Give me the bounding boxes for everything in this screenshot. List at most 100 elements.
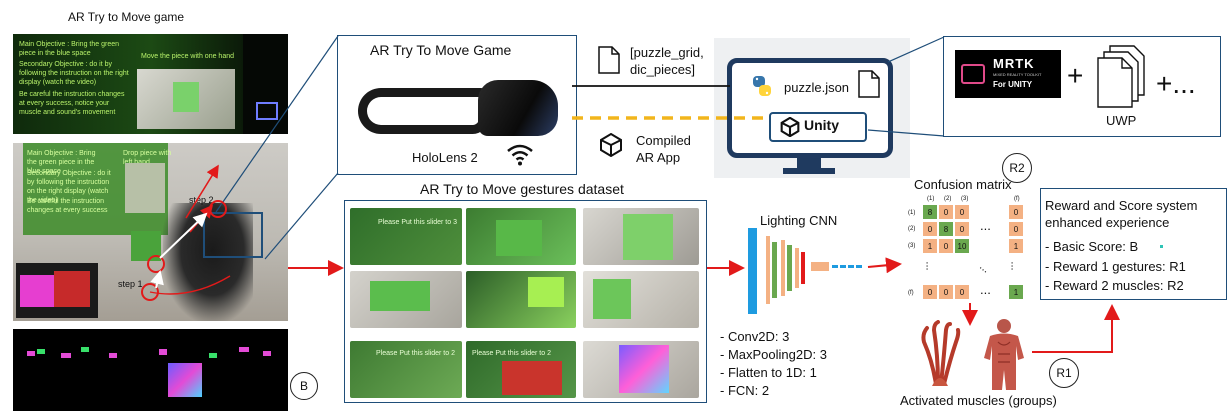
unity-logo-icon: [600, 133, 622, 157]
file-label: [puzzle_grid, dic_pieces]: [630, 45, 704, 77]
hololens-box-title: AR Try To Move Game: [370, 42, 512, 58]
cnn-pool-layer-2: [801, 252, 805, 284]
muscle-arm-image: [918, 320, 962, 386]
reward-item-r1: - Reward 1 gestures: R1: [1045, 259, 1186, 274]
room-scene-photo: Main Objective : Bring the green piece i…: [13, 143, 288, 321]
mrtk-logo-title: MRTK: [993, 56, 1035, 71]
python-icon: [750, 74, 774, 98]
cnn-layer-conv2d: - Conv2D: 3: [720, 329, 790, 344]
badge-r2: R2: [1002, 153, 1032, 183]
cm-col-3: (3): [961, 196, 969, 202]
cm-row-1: (1): [908, 210, 916, 216]
cm-cell: 0: [922, 221, 938, 237]
cm-cell: 0: [922, 284, 938, 300]
cm-row-f: (f): [908, 290, 914, 296]
thumb-text-2: Please Put this slider to 2: [376, 350, 455, 357]
left-panel-title: AR Try to Move game: [68, 10, 185, 24]
cm-cell: 0: [938, 238, 954, 254]
cm-dots-row1: ...: [980, 218, 991, 233]
dataset-thumb-6: [583, 271, 699, 328]
mrtk-plus: +: [1067, 60, 1084, 91]
cm-dots-col1: ...: [923, 261, 936, 271]
cnn-conv-layer-1: [766, 236, 770, 304]
mrtk-logo-for: For UNITY: [993, 80, 1033, 89]
mrtk-logo-sub: MIXED REALITY TOOLKIT: [993, 72, 1042, 77]
dataset-thumb-8: Please Put this slider to 2: [466, 341, 576, 398]
mrtk-logo-mark-icon: [961, 64, 985, 84]
arrow-muscles-to-reward: [1032, 304, 1120, 353]
cm-cell: 8: [922, 204, 938, 220]
game-blue-target: [256, 102, 278, 120]
unity-cube-icon: [780, 117, 800, 137]
cnn-input-layer: [748, 228, 757, 314]
game-objective-secondary: Secondary Objective : do it by following…: [19, 61, 129, 86]
cm-cell: 0: [1008, 204, 1024, 220]
cm-dots-diag: ...: [977, 260, 992, 276]
reward-title: Reward and Score system enhanced experie…: [1045, 198, 1198, 230]
cm-row-2: (2): [908, 226, 916, 232]
step2-label: step 2: [189, 195, 214, 205]
cnn-layer-fcn: - FCN: 2: [720, 383, 770, 398]
cm-cell: 1: [922, 238, 938, 254]
cnn-conv-layer-4: [795, 248, 799, 288]
wifi-icon: [505, 142, 535, 166]
scene-green-piece: [131, 231, 161, 261]
cm-cell: 1: [1008, 238, 1024, 254]
game-green-piece: [173, 82, 199, 112]
mrtk-plus-more: +...: [1156, 68, 1196, 99]
scene-objective-secondary: Secondary Objective : do it by following…: [27, 170, 111, 204]
unity-box: [769, 112, 867, 142]
cm-cell: 0: [954, 204, 970, 220]
cnn-conv-layer-2: [772, 242, 777, 298]
reward-box: [1040, 188, 1227, 300]
unity-label: Unity: [804, 117, 839, 133]
cnn-layer-flatten: - Flatten to 1D: 1: [720, 365, 817, 380]
cnn-pool-layer-1: [787, 245, 792, 291]
heatmap-strip: [13, 329, 288, 411]
cm-cell: 1: [1008, 284, 1024, 300]
badge-r1: R1: [1049, 358, 1079, 388]
cm-dots-colf: ...: [1008, 261, 1021, 271]
cm-cell: 0: [938, 284, 954, 300]
scene-inset-cube: [16, 263, 98, 318]
uwp-label: UWP: [1106, 113, 1137, 128]
dataset-thumb-1: Please Put this slider to 3: [350, 208, 462, 265]
dataset-thumb-7: Please Put this slider to 2: [350, 341, 462, 398]
hololens-headset-image: [348, 70, 563, 150]
cm-col-1: (1): [927, 196, 935, 202]
cm-row-3: (3): [908, 243, 916, 249]
thumb-text-1: Please Put this slider to 3: [378, 219, 457, 226]
cnn-conv-layer-3: [781, 240, 785, 296]
scene-warning: Be careful the instruction changes at ev…: [27, 198, 108, 214]
cnn-flatten-layer: [811, 262, 829, 271]
uwp-documents-icon: [1096, 45, 1146, 109]
cm-cell: 8: [938, 221, 954, 237]
dataset-thumb-2: [466, 208, 576, 265]
heatmap-grid: [168, 363, 202, 397]
json-file-label: puzzle.json: [784, 80, 850, 95]
mrtk-logo: MRTK MIXED REALITY TOOLKIT For UNITY: [955, 50, 1061, 98]
compiled-label: Compiled AR App: [636, 133, 691, 165]
monitor-base: [783, 168, 835, 174]
muscle-torso-image: [978, 318, 1030, 392]
cnn-fcn-layer: [832, 265, 862, 272]
reward-item-r2: - Reward 2 muscles: R2: [1045, 278, 1184, 293]
muscles-label: Activated muscles (groups): [900, 393, 1057, 408]
reward-teal-mark: [1160, 245, 1163, 248]
cm-col-f: (f): [1014, 196, 1020, 202]
reward-item-basic: - Basic Score: B: [1045, 239, 1139, 254]
dataset-title: AR Try to Move gestures dataset: [420, 181, 624, 197]
game-objective-main: Main Objective : Bring the green piece i…: [19, 41, 119, 57]
mrtk-box: [943, 36, 1221, 137]
scene-instruction: Drop piece with left hand: [123, 150, 172, 166]
dataset-thumb-9: [583, 341, 699, 398]
arrow-cnn-to-matrix: [867, 257, 902, 274]
cm-cell: 0: [938, 204, 954, 220]
step1-label: step 1: [118, 279, 143, 289]
cm-cell: 0: [1008, 221, 1024, 237]
cm-cell: 10: [954, 238, 970, 254]
dataset-box: [344, 200, 707, 403]
monitor-stand: [797, 158, 821, 168]
scene-blue-box: [203, 212, 263, 258]
dataset-thumb-5: [466, 271, 576, 328]
